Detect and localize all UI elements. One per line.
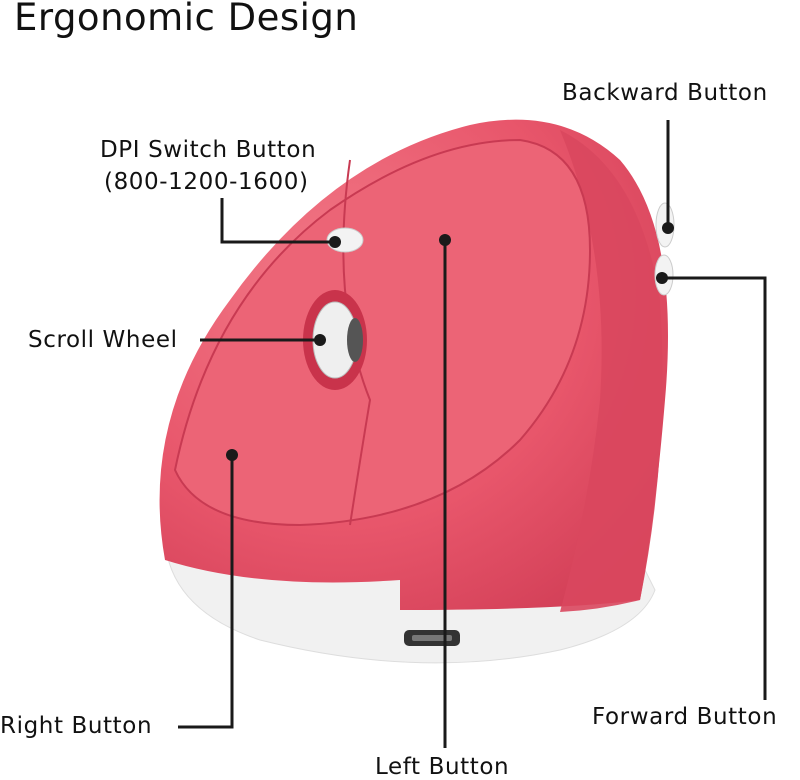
leader-lines: [178, 120, 767, 748]
label-dpi-switch: DPI Switch Button: [100, 137, 317, 163]
label-scroll-wheel: Scroll Wheel: [28, 327, 178, 353]
label-forward-button: Forward Button: [592, 704, 778, 730]
mouse-top-surface: [173, 138, 592, 527]
label-dpi-levels: (800-1200-1600): [104, 169, 309, 195]
label-right-button: Right Button: [0, 713, 153, 739]
label-backward-button: Backward Button: [562, 80, 768, 106]
page-title: Ergonomic Design: [14, 0, 359, 39]
dpi-leader: [220, 198, 335, 244]
right-leader: [178, 455, 234, 729]
mouse-side: [560, 130, 663, 612]
leader-dots: [226, 222, 674, 461]
label-left-button: Left Button: [375, 754, 510, 780]
forward-leader: [662, 276, 767, 700]
